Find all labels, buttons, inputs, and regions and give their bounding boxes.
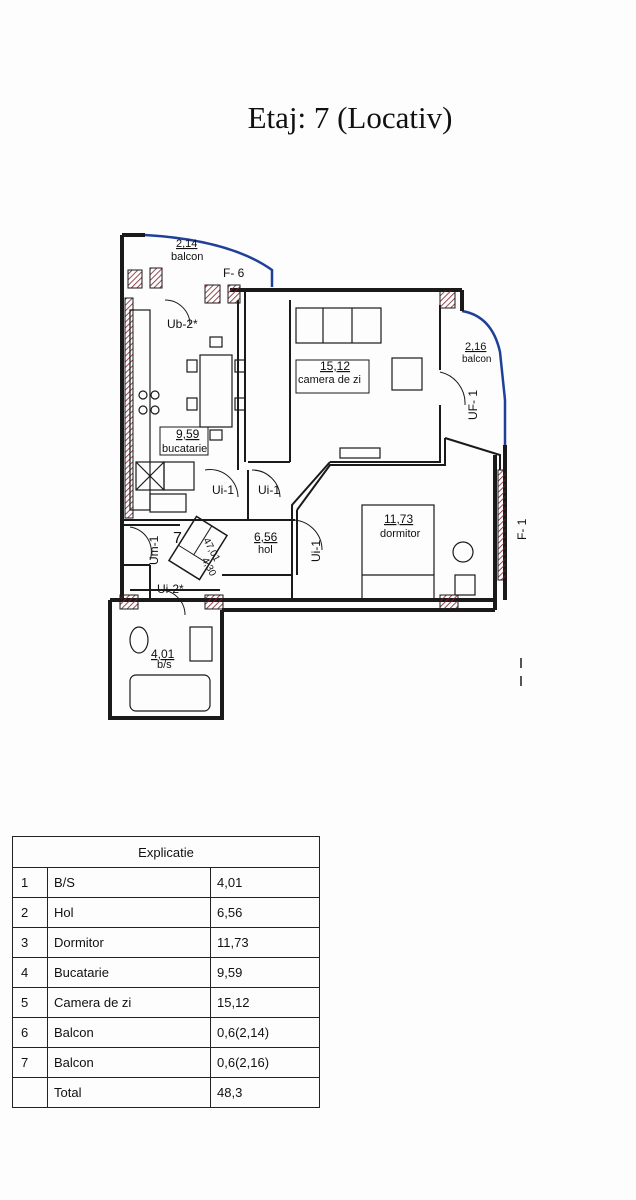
opening-label: Um-1 [147,535,161,565]
row-value: 9,59 [210,957,320,988]
opening-label: F- 1 [515,518,529,540]
row-label: Hol [47,897,211,928]
row-value: 0,6(2,14) [210,1017,320,1048]
room-area: 4,01 [151,647,175,661]
room-area: 15,12 [320,359,350,373]
row-number: 7 [12,1047,48,1078]
row-label: Balcon [47,1017,211,1048]
opening-label: F- 6 [223,266,245,280]
table-row: 4 Bucatarie 9,59 [12,957,320,988]
row-value: 4,01 [210,867,320,898]
room-name: hol [258,544,273,556]
room-area: 9,59 [176,427,200,441]
inner-walls [122,290,501,600]
row-number: 2 [12,897,48,928]
opening-label: Ui-1 [258,483,280,497]
kitchen-furniture [129,309,246,513]
room-name: camera de zi [298,374,361,386]
row-label: Camera de zi [47,987,211,1018]
room-name: balcon [171,251,203,263]
opening-label: Ui-1 [309,540,323,562]
table-row: 3 Dormitor 11,73 [12,927,320,958]
row-value: 6,56 [210,897,320,928]
opening-label: Ui-2* [157,582,184,596]
row-label: Dormitor [47,927,211,958]
stamp-number: 7 [173,530,182,547]
living-furniture [295,307,423,459]
window-hatches [119,267,507,610]
bathroom-fixtures [129,626,213,712]
table-row: 5 Camera de zi 15,12 [12,987,320,1018]
door-swings [129,299,466,616]
row-number: 6 [12,1017,48,1048]
opening-label: UF- 1 [466,390,480,420]
room-name: dormitor [380,528,421,540]
row-value: 48,3 [210,1077,320,1108]
table-row-total: Total 48,3 [12,1077,320,1108]
row-number: 3 [12,927,48,958]
margin-tick [520,658,522,668]
row-number: 5 [12,987,48,1018]
legend-table: Explicatie 1 B/S 4,01 2 Hol 6,56 3 Dormi… [12,836,320,1108]
row-label: Total [47,1077,211,1108]
page-title: Etaj: 7 (Locativ) [247,100,453,135]
room-name: bucatarie [162,443,207,455]
floor-plan: 7 47,01 4,30 2,14 balcon 2,16 balcon 15,… [108,233,529,720]
row-value: 0,6(2,16) [210,1047,320,1078]
row-value: 15,12 [210,987,320,1018]
room-area: 6,56 [254,530,278,544]
room-area: 2,16 [465,341,486,353]
row-number [12,1077,48,1108]
table-row: 6 Balcon 0,6(2,14) [12,1017,320,1048]
room-name: balcon [462,354,491,365]
margin-tick [520,676,522,686]
opening-label: Ui-1 [212,483,234,497]
row-label: B/S [47,867,211,898]
row-value: 11,73 [210,927,320,958]
balcony-curve-right [461,309,507,445]
room-area: 11,73 [384,512,413,526]
room-name: b/s [157,659,172,671]
room-area: 2,14 [176,238,197,250]
row-number: 1 [12,867,48,898]
row-label: Balcon [47,1047,211,1078]
bucatarie-label-box [159,426,209,456]
balcony-curve-left [144,233,274,287]
row-number: 4 [12,957,48,988]
opening-label: Ub-2* [167,317,198,331]
apartment-stamp [167,515,229,581]
camera-label-box [295,359,370,394]
row-label: Bucatarie [47,957,211,988]
table-row: 7 Balcon 0,6(2,16) [12,1047,320,1078]
table-row: 2 Hol 6,56 [12,897,320,928]
table-row: 1 B/S 4,01 [12,867,320,898]
bedroom-furniture [361,504,476,601]
legend-title: Explicatie [12,836,320,868]
